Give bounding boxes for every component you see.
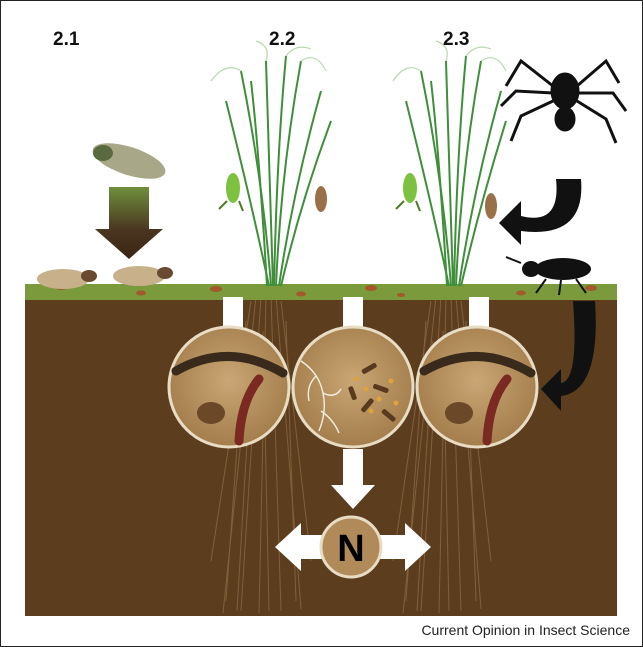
panel-label-2-1: 2.1	[53, 29, 79, 51]
leafhopper-icon	[485, 193, 497, 219]
grass-clump-2-3	[406, 56, 506, 286]
mite-icon	[445, 402, 473, 424]
spider-icon	[501, 61, 626, 143]
predation-arrow-spider	[499, 179, 581, 245]
leafhopper-icon	[315, 186, 327, 212]
journal-credit: Current Opinion in Insect Science	[421, 622, 630, 638]
decomposer-circle-middle	[293, 327, 413, 447]
panel-label-2-3: 2.3	[443, 29, 469, 51]
grass-clump-2-2	[226, 56, 331, 286]
decomposer-circle-right	[417, 327, 537, 447]
leafhopper-icon	[89, 136, 170, 186]
litter-layer	[25, 284, 617, 300]
nutrient-label: N	[321, 519, 381, 579]
deposition-arrow	[95, 187, 163, 259]
decomposer-circle-left	[169, 327, 289, 447]
panel-label-2-2: 2.2	[269, 29, 295, 51]
grasshopper-icon	[219, 173, 243, 211]
grasshopper-icon	[396, 173, 420, 211]
mite-icon	[197, 402, 225, 424]
